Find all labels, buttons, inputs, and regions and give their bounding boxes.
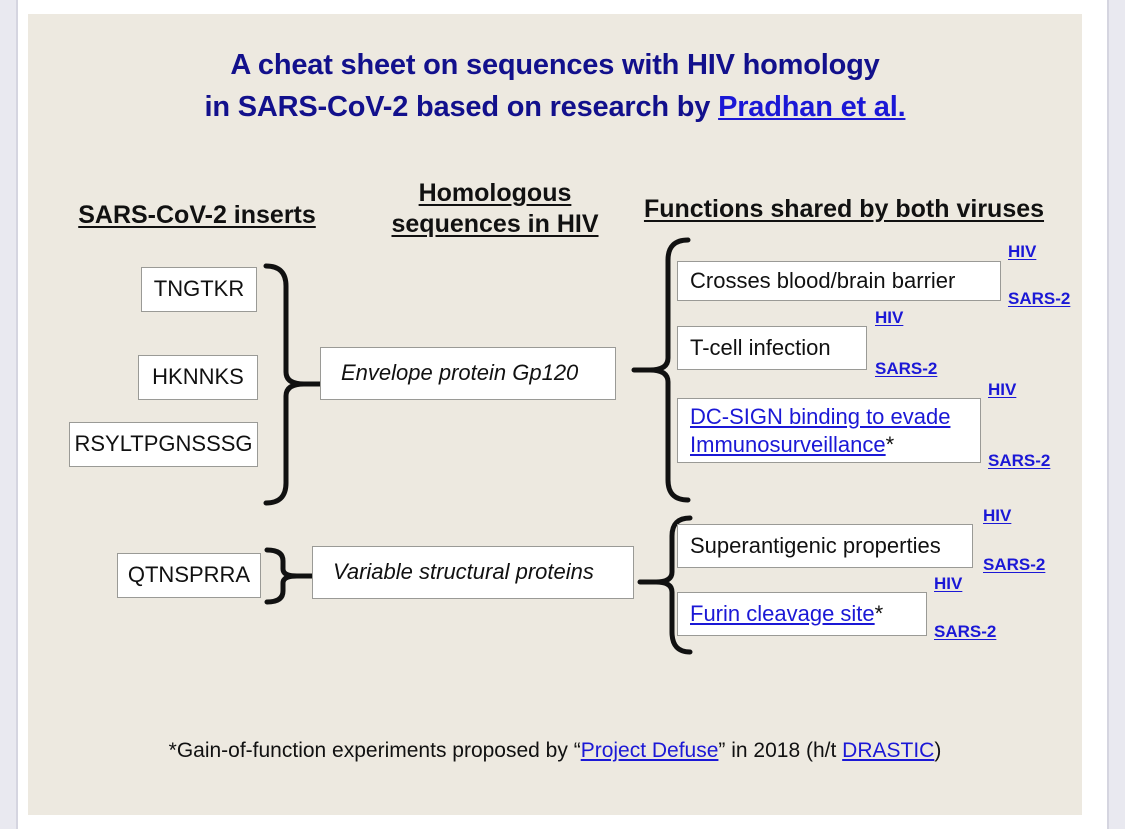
column-header-inserts-text: SARS-CoV-2 inserts: [78, 201, 316, 229]
insert-label-qtnsprra: QTNSPRRA: [127, 562, 251, 588]
function-label-blood-brain-barrier: Crosses blood/brain barrier: [690, 267, 956, 293]
title-line-2: in SARS-CoV-2 based on research by Pradh…: [28, 86, 1082, 128]
hiv-tag-superantigenic[interactable]: HIV: [983, 506, 1012, 525]
title-line-2-text: in SARS-CoV-2 based on research by: [204, 91, 719, 124]
function-label-furin-cleavage: Furin cleavage site: [690, 600, 875, 626]
column-header-homologous: Homologous sequences in HIV: [350, 178, 640, 241]
column-header-homologous-line2: sequences in HIV: [391, 210, 599, 239]
pradhan-et-al-link[interactable]: Pradhan et al.: [718, 91, 906, 124]
brace-variable-to-functions: [637, 515, 693, 655]
function-star-furin-cleavage: *: [874, 600, 884, 626]
insert-box-qtnsprra[interactable]: QTNSPRRA: [117, 553, 261, 598]
function-box-blood-brain-barrier[interactable]: Crosses blood/brain barrier: [677, 261, 1001, 301]
drastic-link[interactable]: DRASTIC: [842, 739, 935, 762]
footnote-part-1: *Gain-of-function experiments proposed b…: [168, 739, 581, 762]
column-header-functions-text: Functions shared by both viruses: [643, 195, 1045, 223]
footnote-part-2: ” in 2018 (h/t: [718, 739, 843, 762]
column-header-inserts: SARS-CoV-2 inserts: [42, 200, 352, 231]
function-label-tcell-infection: T-cell infection: [690, 334, 831, 360]
column-header-homologous-line1: Homologous: [418, 179, 572, 207]
homologous-box-gp120[interactable]: Envelope protein Gp120: [320, 347, 616, 400]
title-line-1: A cheat sheet on sequences with HIV homo…: [230, 49, 880, 81]
function-label-superantigenic: Superantigenic properties: [690, 532, 941, 558]
homologous-label-variable-proteins: Variable structural proteins: [333, 559, 594, 585]
sars2-tag-dcsign-binding[interactable]: SARS-2: [988, 451, 1051, 470]
brace-envelope-to-functions: [631, 237, 691, 503]
homologous-box-variable-proteins[interactable]: Variable structural proteins: [312, 546, 634, 599]
function-box-tcell-infection[interactable]: T-cell infection: [677, 326, 867, 370]
insert-box-rsyltpgnsssg[interactable]: RSYLTPGNSSSG: [69, 422, 258, 467]
function-label-dcsign-line1: DC-SIGN binding to evade: [690, 404, 951, 429]
page-edge-line-left: [16, 0, 18, 829]
function-label-dcsign-line2-wrap: Immunosurveillance*: [690, 431, 980, 459]
insert-label-hknnks: HKNNKS: [152, 364, 244, 390]
function-box-superantigenic[interactable]: Superantigenic properties: [677, 524, 973, 568]
function-label-dcsign-line2: Immunosurveillance: [690, 432, 886, 458]
hiv-tag-tcell-infection[interactable]: HIV: [875, 308, 904, 327]
project-defuse-link[interactable]: Project Defuse: [580, 739, 719, 762]
page-title: A cheat sheet on sequences with HIV homo…: [28, 44, 1082, 128]
insert-box-tngtkr[interactable]: TNGTKR: [141, 267, 257, 312]
brace-insert-to-variable: [264, 547, 318, 605]
sars2-tag-tcell-infection[interactable]: SARS-2: [875, 359, 938, 378]
hiv-tag-furin-cleavage[interactable]: HIV: [934, 574, 963, 593]
footnote-part-3: ): [934, 739, 942, 762]
function-box-dcsign-binding[interactable]: DC-SIGN binding to evade Immunosurveilla…: [677, 398, 981, 463]
sars2-tag-blood-brain-barrier[interactable]: SARS-2: [1008, 289, 1071, 308]
hiv-tag-dcsign-binding[interactable]: HIV: [988, 380, 1017, 399]
page-edge-line-right: [1107, 0, 1109, 829]
sars2-tag-superantigenic[interactable]: SARS-2: [983, 555, 1046, 574]
insert-box-hknnks[interactable]: HKNNKS: [138, 355, 258, 400]
function-box-furin-cleavage[interactable]: Furin cleavage site*: [677, 592, 927, 636]
insert-label-rsyltpgnsssg: RSYLTPGNSSSG: [74, 431, 253, 457]
hiv-tag-blood-brain-barrier[interactable]: HIV: [1008, 242, 1037, 261]
brace-inserts-to-envelope: [263, 263, 323, 506]
homologous-label-gp120: Envelope protein Gp120: [341, 360, 579, 386]
slide-canvas: A cheat sheet on sequences with HIV homo…: [28, 14, 1082, 815]
page-gutter-left: [0, 0, 18, 829]
insert-label-tngtkr: TNGTKR: [153, 276, 245, 302]
function-star-dcsign: *: [885, 432, 895, 458]
page-gutter-right: [1107, 0, 1125, 829]
footnote: *Gain-of-function experiments proposed b…: [28, 739, 1082, 763]
column-header-functions: Functions shared by both viruses: [624, 194, 1064, 225]
sars2-tag-furin-cleavage[interactable]: SARS-2: [934, 622, 997, 641]
